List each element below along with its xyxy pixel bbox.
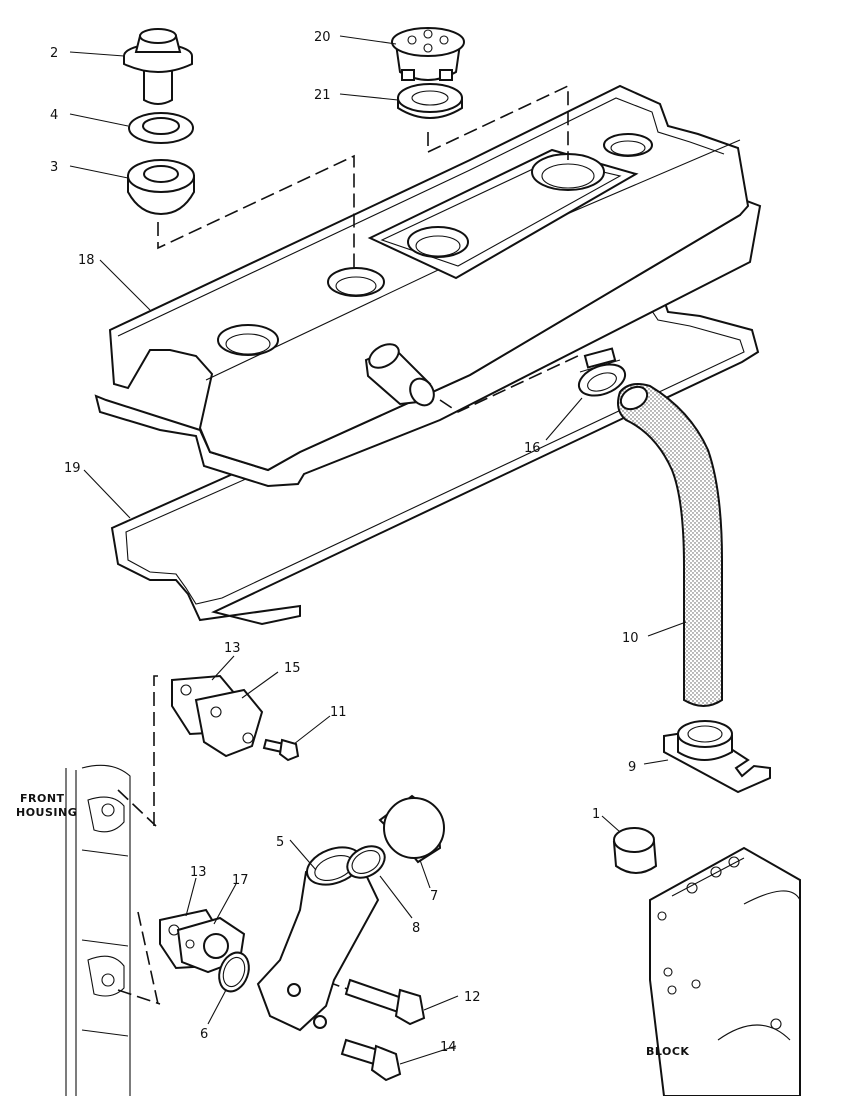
block-label: BLOCK (646, 1045, 689, 1058)
expansion-plug (612, 827, 658, 874)
valve-cover (94, 84, 762, 488)
o-ring-8 (346, 845, 386, 879)
callout-20: 20 (314, 30, 331, 45)
callout-9: 9 (628, 760, 636, 775)
cover-plate-15 (194, 688, 264, 758)
callout-13-upper: 13 (224, 641, 241, 656)
callout-5: 5 (276, 835, 284, 850)
callout-11: 11 (330, 705, 347, 720)
callout-8: 8 (412, 921, 420, 936)
filler-cap-seal (397, 83, 463, 119)
oil-filler-cap (391, 27, 465, 81)
front-housing-label-line2: HOUSING (16, 806, 77, 819)
callout-10: 10 (622, 631, 639, 646)
bolt-14 (340, 1038, 402, 1082)
callout-labels: 2 4 3 20 21 18 19 16 10 9 13 15 11 5 7 8… (50, 30, 639, 1055)
hose-clamp (577, 347, 627, 397)
breather-hose (617, 383, 723, 707)
callout-6: 6 (200, 1027, 208, 1042)
grommet-4 (128, 112, 194, 144)
callout-1: 1 (592, 807, 600, 822)
callout-21: 21 (314, 88, 331, 103)
callout-16: 16 (524, 441, 541, 456)
callout-17: 17 (232, 873, 249, 888)
front-housing-label-line1: FRONT (20, 792, 65, 805)
callout-13-lower: 13 (190, 865, 207, 880)
callout-19: 19 (64, 461, 81, 476)
callout-3: 3 (50, 160, 58, 175)
callout-18: 18 (78, 253, 95, 268)
rocker-cover-cap (123, 28, 193, 105)
bolt-12 (344, 978, 426, 1026)
o-ring-6 (218, 951, 250, 993)
alignment-lines-upper (157, 84, 583, 413)
filler-cap-7 (378, 794, 445, 864)
bolt-11 (262, 738, 300, 762)
hose-bracket (663, 720, 771, 794)
callout-7: 7 (430, 889, 438, 904)
callout-15: 15 (284, 661, 301, 676)
callout-12: 12 (464, 990, 481, 1005)
grommet-3 (127, 159, 195, 216)
callout-4: 4 (50, 108, 58, 123)
leader-lines (69, 35, 687, 1065)
alignment-lines-lower (117, 675, 351, 1005)
callout-2: 2 (50, 46, 58, 61)
front-housing (65, 764, 131, 1096)
callout-14: 14 (440, 1040, 457, 1055)
oil-fill-elbow (256, 846, 380, 1032)
captions: FRONT HOUSING BLOCK (16, 792, 689, 1058)
engine-block (649, 846, 801, 1096)
